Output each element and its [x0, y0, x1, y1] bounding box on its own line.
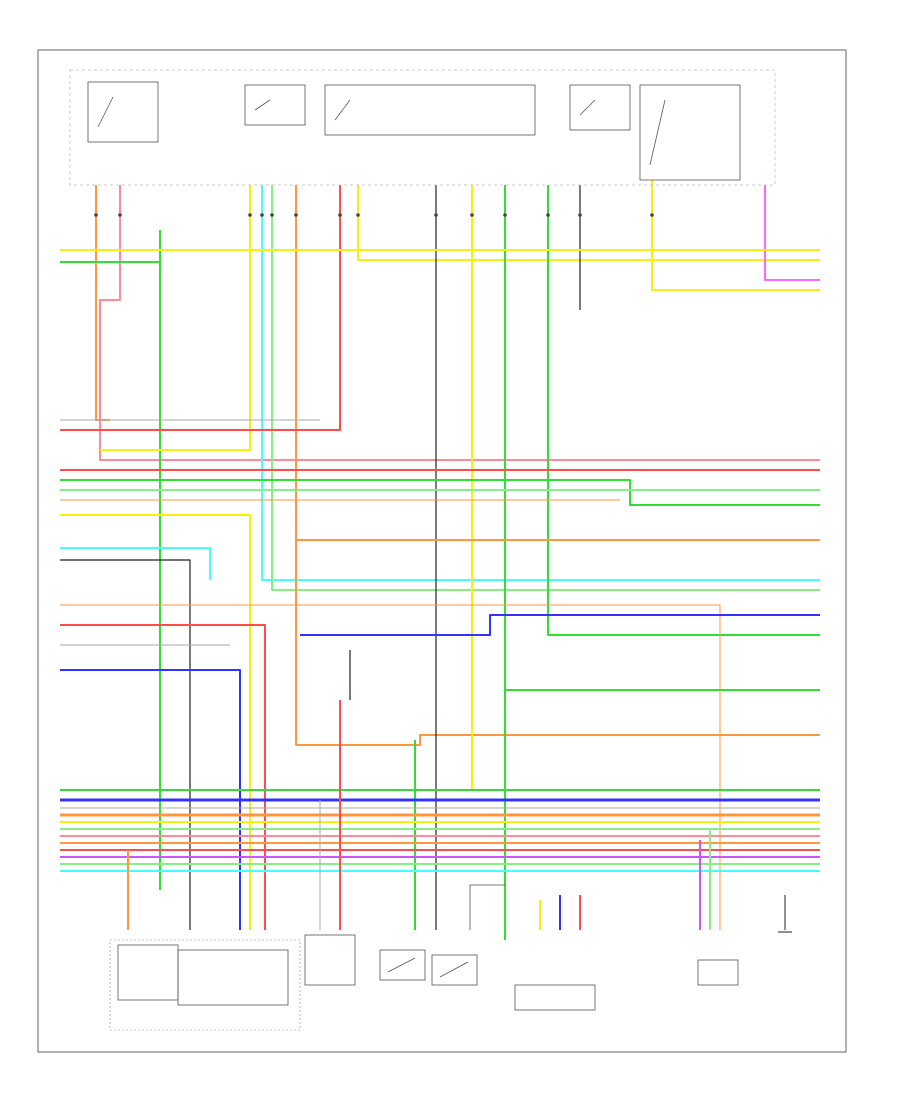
wire-red-top [60, 185, 341, 431]
wire-black-h1 [60, 559, 191, 930]
connector-pin-2 [118, 213, 122, 217]
wire-green-right [547, 185, 820, 636]
fuse-relay-box-outline [69, 69, 776, 186]
wire-cyan-h2 [60, 547, 211, 580]
fuse-box-1 [87, 81, 159, 143]
brake-switch-contact [439, 961, 469, 978]
wire-magenta-right [764, 185, 820, 281]
sensor-ground-wire [469, 884, 505, 930]
relay-switch-symbol [334, 99, 351, 121]
clutch-switch [379, 949, 426, 981]
wire-pink-left [99, 185, 820, 461]
relay-switch-symbol [254, 99, 271, 111]
wire-blue-h2 [300, 614, 820, 636]
wire-yellow-h3 [60, 514, 251, 930]
connector-pin-14 [650, 213, 654, 217]
components-layer [69, 69, 792, 1031]
fuse-box-2 [244, 84, 306, 126]
connector-pin-3 [248, 213, 252, 217]
control-module [697, 959, 739, 986]
connector-pin-10 [470, 213, 474, 217]
wires-layer [60, 180, 820, 940]
connector-pin-1 [94, 213, 98, 217]
wire-yellow-top [357, 185, 820, 261]
connector-pin-5 [270, 213, 274, 217]
fuse-box-3 [324, 84, 536, 136]
connector-pin-13 [578, 213, 582, 217]
relay-switch-symbol [649, 99, 666, 166]
fuse-box-4 [569, 84, 631, 131]
connector-pin-9 [434, 213, 438, 217]
diagram-border [37, 49, 847, 1053]
throttle-body-assembly [109, 939, 301, 1031]
relay-switch-symbol [579, 99, 596, 116]
transmission-sensor [514, 984, 596, 1011]
connector-pin-12 [546, 213, 550, 217]
relay-switch-symbol [97, 96, 114, 128]
wire-lightgreen-a [271, 185, 820, 591]
connector-pin-7 [338, 213, 342, 217]
brake-switch [431, 954, 478, 986]
wire-yellow-right [651, 180, 820, 291]
connector-pin-11 [503, 213, 507, 217]
wire-orange-left [95, 185, 110, 421]
connector-pin-4 [260, 213, 264, 217]
pedal-sensor [304, 934, 356, 986]
fuse-box-5 [639, 84, 741, 181]
wire-yellow-a [100, 185, 251, 451]
wire-orange-mid [295, 185, 820, 746]
wire-cyan-a [261, 185, 820, 581]
connector-pin-6 [294, 213, 298, 217]
throttle-actuator [117, 944, 179, 1001]
sensor-pair [177, 949, 289, 1006]
wire-green-h2 [60, 479, 820, 506]
clutch-switch-contact [387, 957, 416, 973]
connector-pin-8 [356, 213, 360, 217]
